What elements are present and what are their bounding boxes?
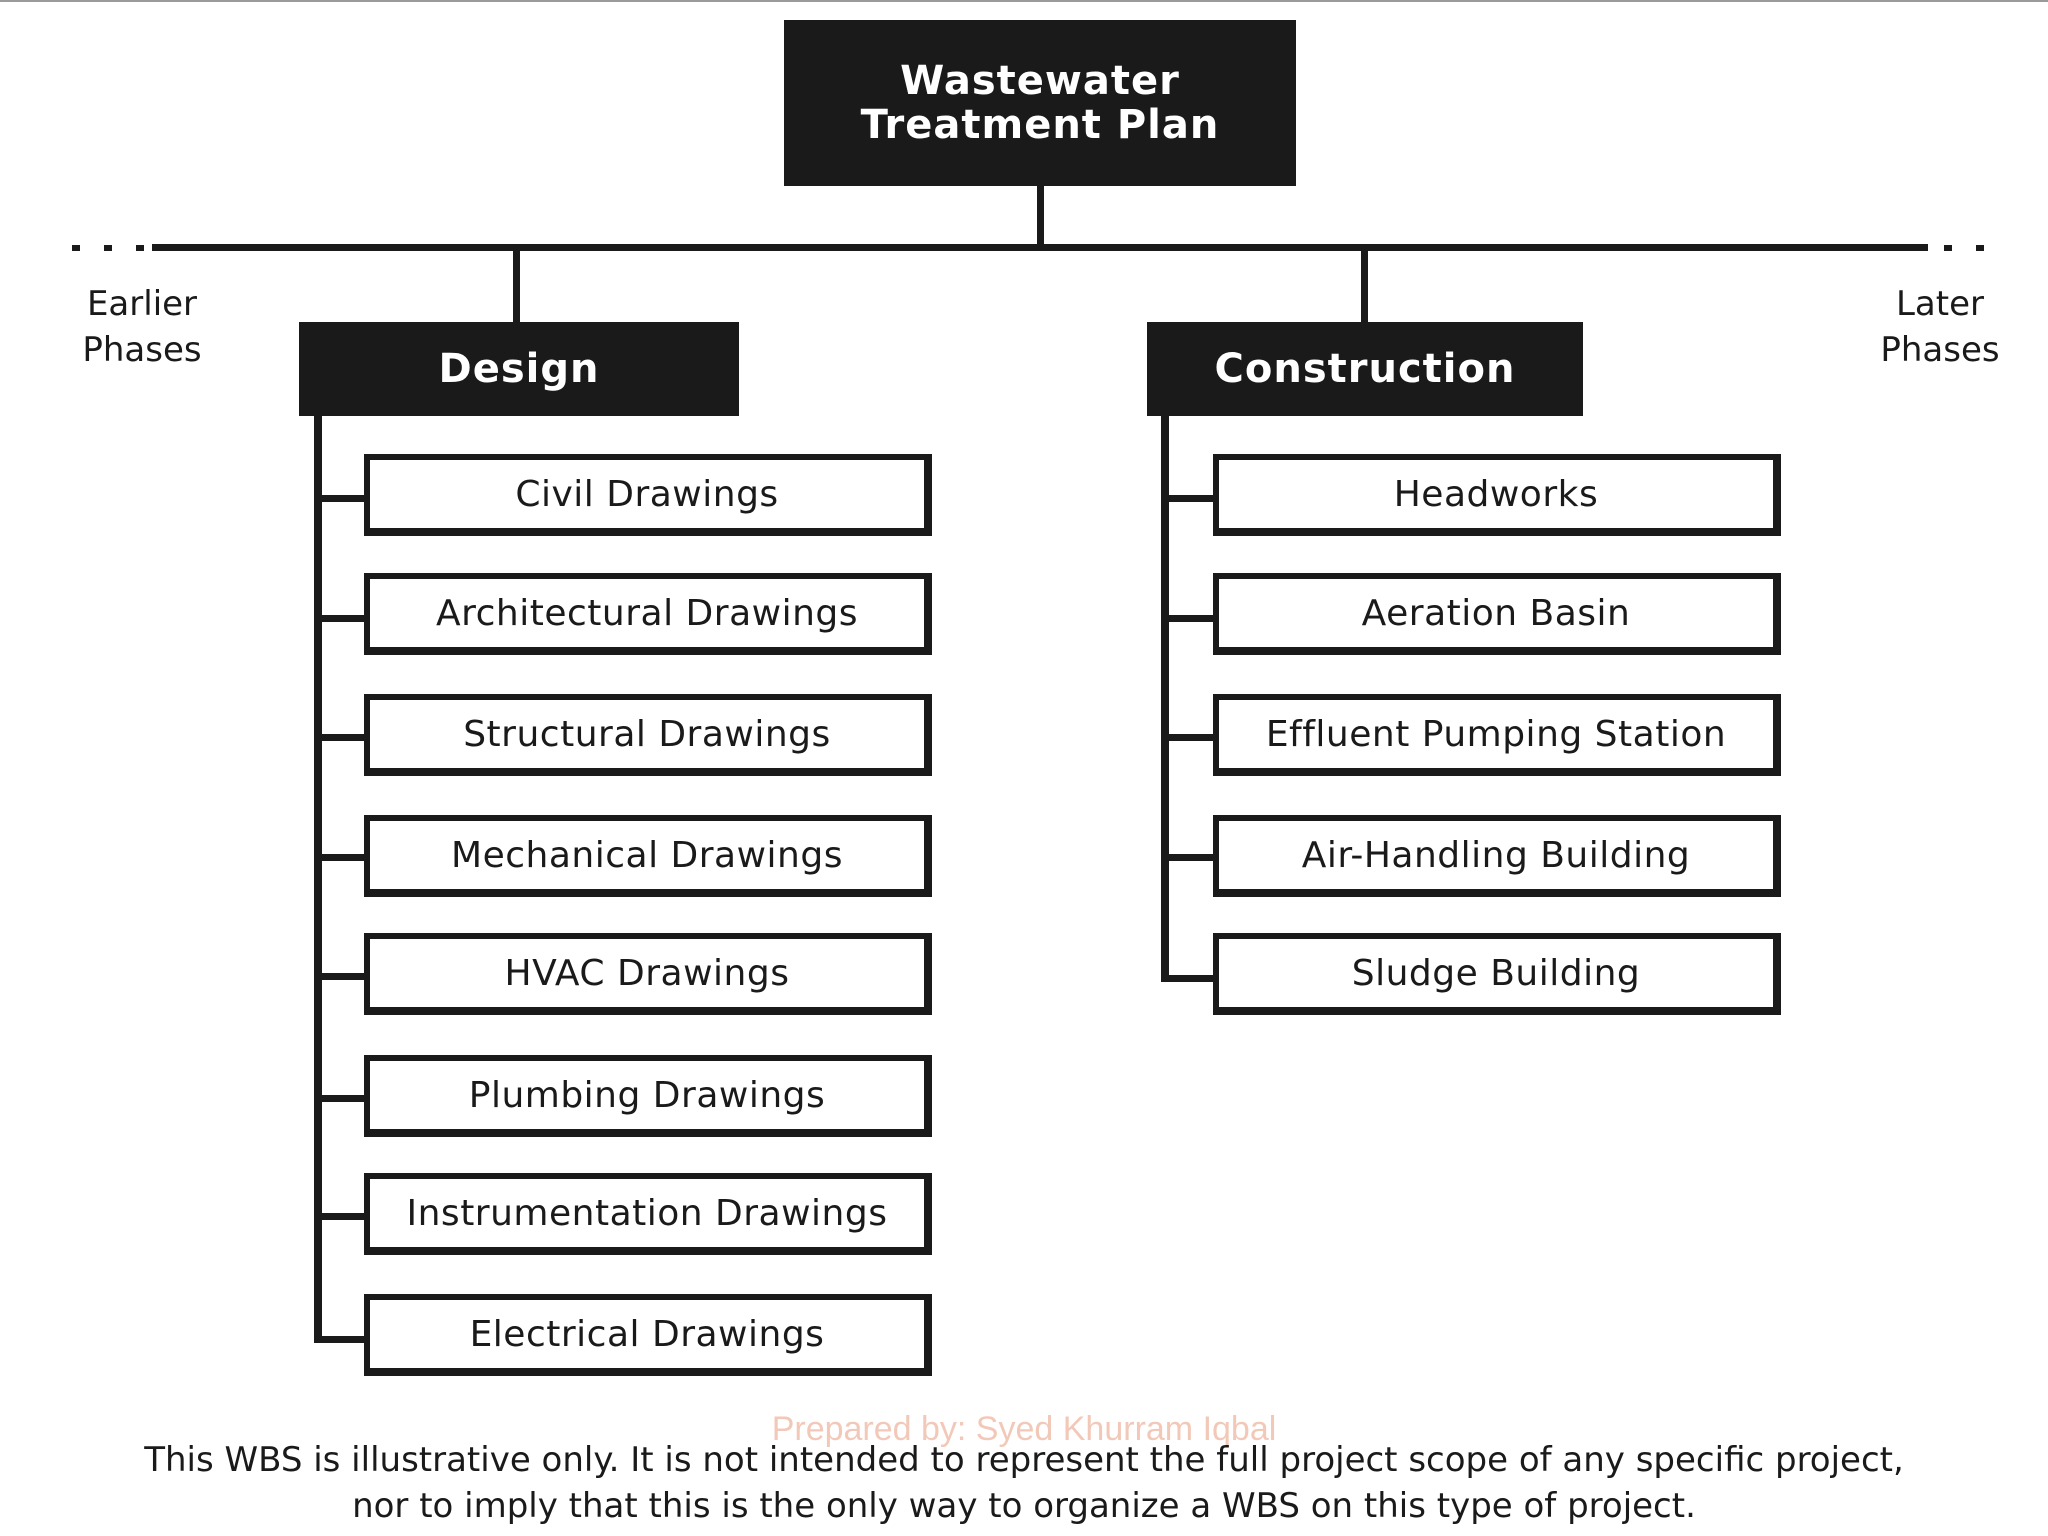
- construction-node: Construction: [1147, 322, 1583, 416]
- wbs-item-effluent-pumping-station: Effluent Pumping Station: [1213, 694, 1781, 776]
- design-node: Design: [299, 322, 739, 416]
- wbs-item-aeration-basin: Aeration Basin: [1213, 573, 1781, 655]
- root-connector: [1037, 186, 1044, 248]
- wbs-item-headworks: Headworks: [1213, 454, 1781, 536]
- design-node-label: Design: [438, 346, 600, 392]
- construction-node-label: Construction: [1214, 346, 1516, 392]
- design-connector: [513, 248, 520, 324]
- construction-spine: [1161, 416, 1169, 982]
- continuation-dot: [136, 245, 144, 251]
- wbs-item-sludge-building: Sludge Building: [1213, 933, 1781, 1015]
- continuation-dot: [1944, 245, 1952, 251]
- wbs-item-structural-drawings: Structural Drawings: [364, 694, 932, 776]
- design-item-tick: [314, 495, 364, 502]
- design-spine: [314, 416, 322, 1343]
- wbs-item-architectural-drawings: Architectural Drawings: [364, 573, 932, 655]
- wbs-item-civil-drawings: Civil Drawings: [364, 454, 932, 536]
- wbs-item-air-handling-building: Air-Handling Building: [1213, 815, 1781, 897]
- top-border: [0, 0, 2048, 2]
- wbs-item-instrumentation-drawings: Instrumentation Drawings: [364, 1173, 932, 1255]
- construction-item-tick: [1161, 615, 1213, 622]
- design-item-tick: [314, 973, 364, 980]
- construction-item-tick: [1161, 975, 1213, 982]
- wbs-item-hvac-drawings: HVAC Drawings: [364, 933, 932, 1015]
- later-phases-label: Later Phases: [1880, 284, 2000, 370]
- watermark: Prepared by: Syed Khurram Iqbal: [771, 1410, 1277, 1448]
- disclaimer-text: This WBS is illustrative only. It is not…: [144, 1440, 1904, 1526]
- wbs-item-plumbing-drawings: Plumbing Drawings: [364, 1055, 932, 1137]
- design-item-tick: [314, 734, 364, 741]
- root-node: Wastewater Treatment Plan: [784, 20, 1296, 186]
- continuation-dot: [1976, 245, 1984, 251]
- continuation-dot: [72, 245, 80, 251]
- phase-bar: [152, 244, 1928, 251]
- construction-item-tick: [1161, 495, 1213, 502]
- construction-item-tick: [1161, 854, 1213, 861]
- design-item-tick: [314, 1336, 364, 1343]
- construction-item-tick: [1161, 734, 1213, 741]
- design-item-tick: [314, 1213, 364, 1220]
- root-node-label: Wastewater Treatment Plan: [860, 58, 1220, 148]
- design-item-tick: [314, 854, 364, 861]
- design-item-tick: [314, 1095, 364, 1102]
- wbs-item-electrical-drawings: Electrical Drawings: [364, 1294, 932, 1376]
- wbs-item-mechanical-drawings: Mechanical Drawings: [364, 815, 932, 897]
- construction-connector: [1361, 248, 1368, 324]
- design-item-tick: [314, 615, 364, 622]
- continuation-dot: [104, 245, 112, 251]
- earlier-phases-label: Earlier Phases: [82, 284, 202, 370]
